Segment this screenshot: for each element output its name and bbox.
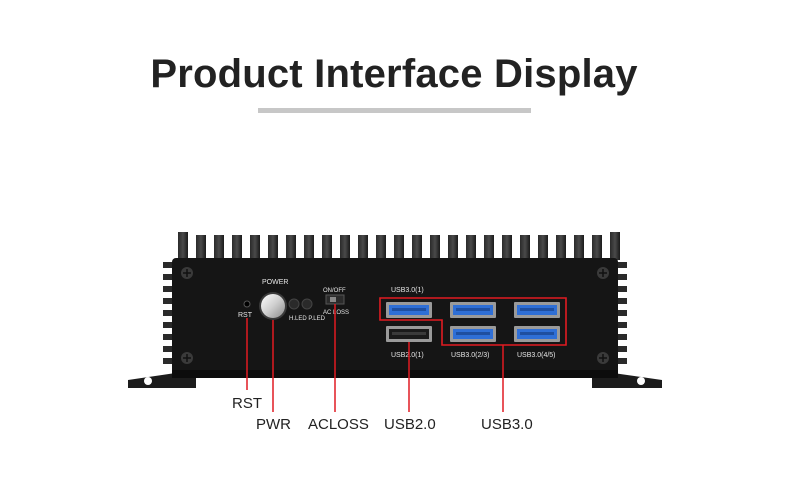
usb3-right-label: USB3.0(4/5) xyxy=(517,352,556,359)
callout-acloss: ACLOSS xyxy=(308,416,369,433)
switch-label: ON/OFF xyxy=(323,288,346,294)
screw-icon xyxy=(597,352,609,364)
usb3-port-2[interactable] xyxy=(450,302,496,318)
usb2-panel-label: USB2.0(1) xyxy=(391,352,424,359)
hdd-led-icon xyxy=(288,298,300,310)
usb3-port-3[interactable] xyxy=(450,326,496,342)
callout-usb2: USB2.0 xyxy=(384,416,436,433)
usb3-port-1[interactable] xyxy=(386,302,432,318)
callout-pwr: PWR xyxy=(256,416,291,433)
acloss-switch[interactable] xyxy=(325,294,345,305)
usb2-port[interactable] xyxy=(386,326,432,342)
heatsink-fins-right xyxy=(613,262,627,364)
heatsink-fins-top xyxy=(178,232,620,260)
acloss-panel-label: AC LOSS xyxy=(323,310,349,316)
usb3-port-5[interactable] xyxy=(514,326,560,342)
usb3-mid-label: USB3.0(2/3) xyxy=(451,352,490,359)
callout-rst: RST xyxy=(232,395,262,412)
screw-icon xyxy=(597,267,609,279)
usb3-highlight-box xyxy=(379,297,567,346)
page-title: Product Interface Display xyxy=(150,52,638,96)
power-button[interactable] xyxy=(259,292,287,320)
power-led-icon xyxy=(301,298,313,310)
usb3-port-4[interactable] xyxy=(514,302,560,318)
screw-icon xyxy=(181,352,193,364)
power-label: POWER xyxy=(262,279,288,286)
callout-usb3: USB3.0 xyxy=(481,416,533,433)
reset-button[interactable] xyxy=(243,300,251,308)
heatsink-fins-left xyxy=(163,262,177,364)
screw-icon xyxy=(181,267,193,279)
title-underline xyxy=(258,108,531,113)
usb3-top-label: USB3.0(1) xyxy=(391,287,424,294)
rst-panel-label: RST xyxy=(238,312,253,319)
led-labels: H.LED P.LED xyxy=(289,316,326,322)
